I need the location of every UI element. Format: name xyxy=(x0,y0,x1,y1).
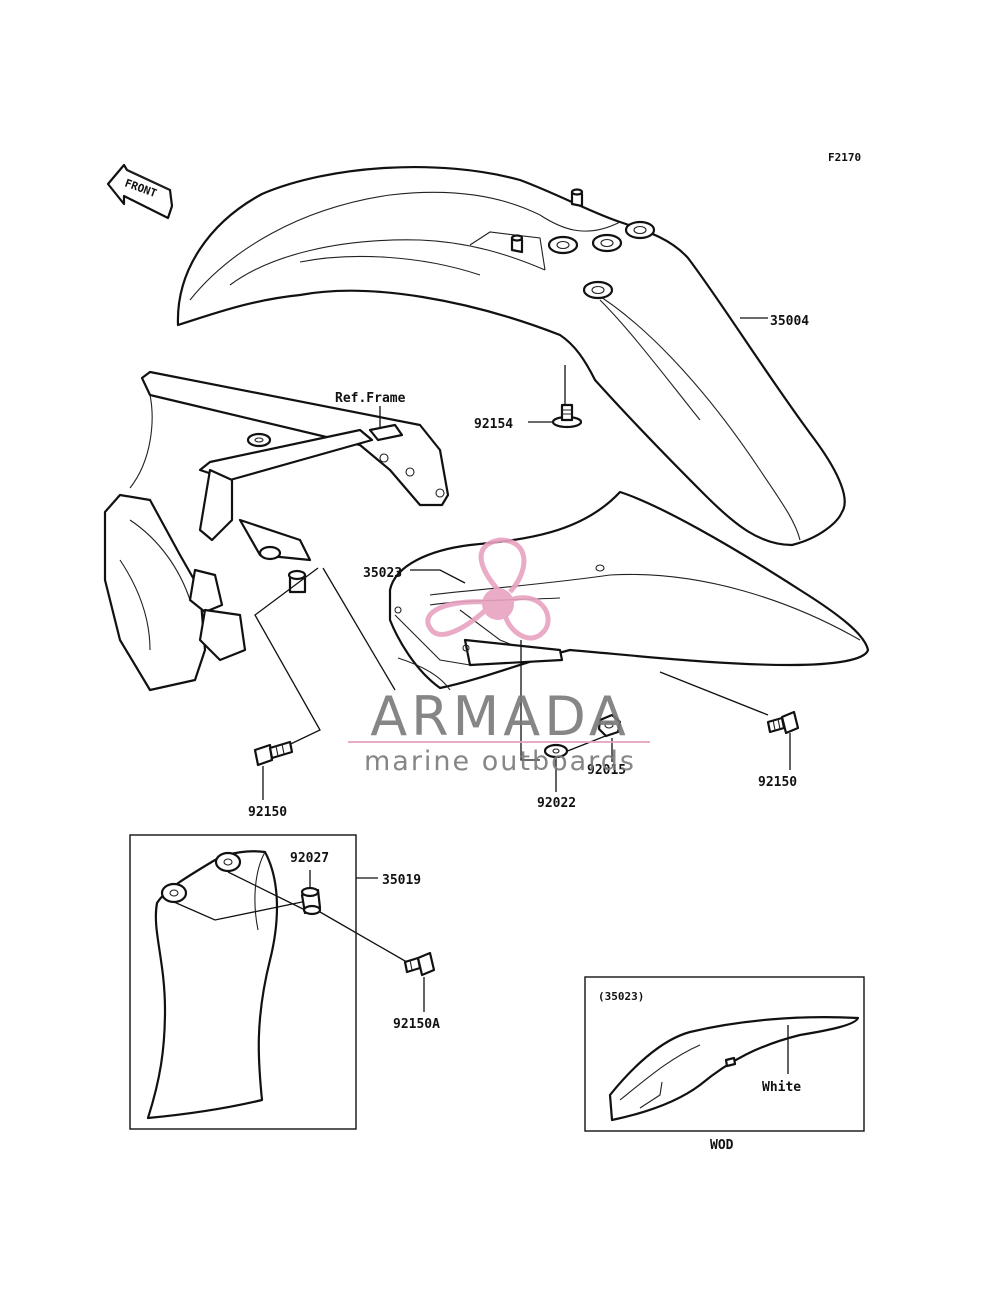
figure-code: F2170 xyxy=(828,151,861,164)
inset-caption: WOD xyxy=(710,1138,734,1153)
fender-mount-holes xyxy=(547,220,656,300)
ref-frame-label: Ref.Frame xyxy=(335,391,406,406)
front-direction-arrow: FRONT xyxy=(106,163,174,220)
part-number-92015: 92015 xyxy=(587,763,626,778)
part-number-35004: 35004 xyxy=(770,314,809,329)
part-number-92150-left: 92150 xyxy=(248,805,287,820)
inset-color-note: White xyxy=(762,1080,801,1095)
inset-box xyxy=(584,976,865,1132)
watermark-brand: ARMADA xyxy=(370,685,630,748)
collar-92027 xyxy=(300,886,322,916)
bolt-92150a xyxy=(403,951,436,977)
part-number-35019: 35019 xyxy=(382,873,421,888)
part-number-92150a: 92150A xyxy=(393,1017,440,1032)
inset-part-ref: (35023) xyxy=(598,990,644,1003)
front-fender xyxy=(176,165,846,547)
part-number-92022: 92022 xyxy=(537,796,576,811)
part-number-92150-right: 92150 xyxy=(758,775,797,790)
inset-rear-fender xyxy=(608,1016,860,1122)
armada-watermark: ARMADA marine outboards xyxy=(348,537,650,777)
watermark-tagline: marine outboards xyxy=(364,746,636,777)
fender-flap xyxy=(146,850,279,1120)
bolt-92150-left xyxy=(253,740,294,767)
part-number-92027: 92027 xyxy=(290,851,329,866)
washer-92022 xyxy=(543,743,569,759)
part-number-35023: 35023 xyxy=(363,566,402,581)
part-number-92154: 92154 xyxy=(474,417,513,432)
frame xyxy=(103,370,450,692)
screw-92154 xyxy=(551,403,583,429)
fender-flap-box xyxy=(129,834,357,1130)
propeller-icon xyxy=(425,537,551,641)
bolt-92150-right xyxy=(766,710,800,735)
nut-92015 xyxy=(597,713,622,738)
